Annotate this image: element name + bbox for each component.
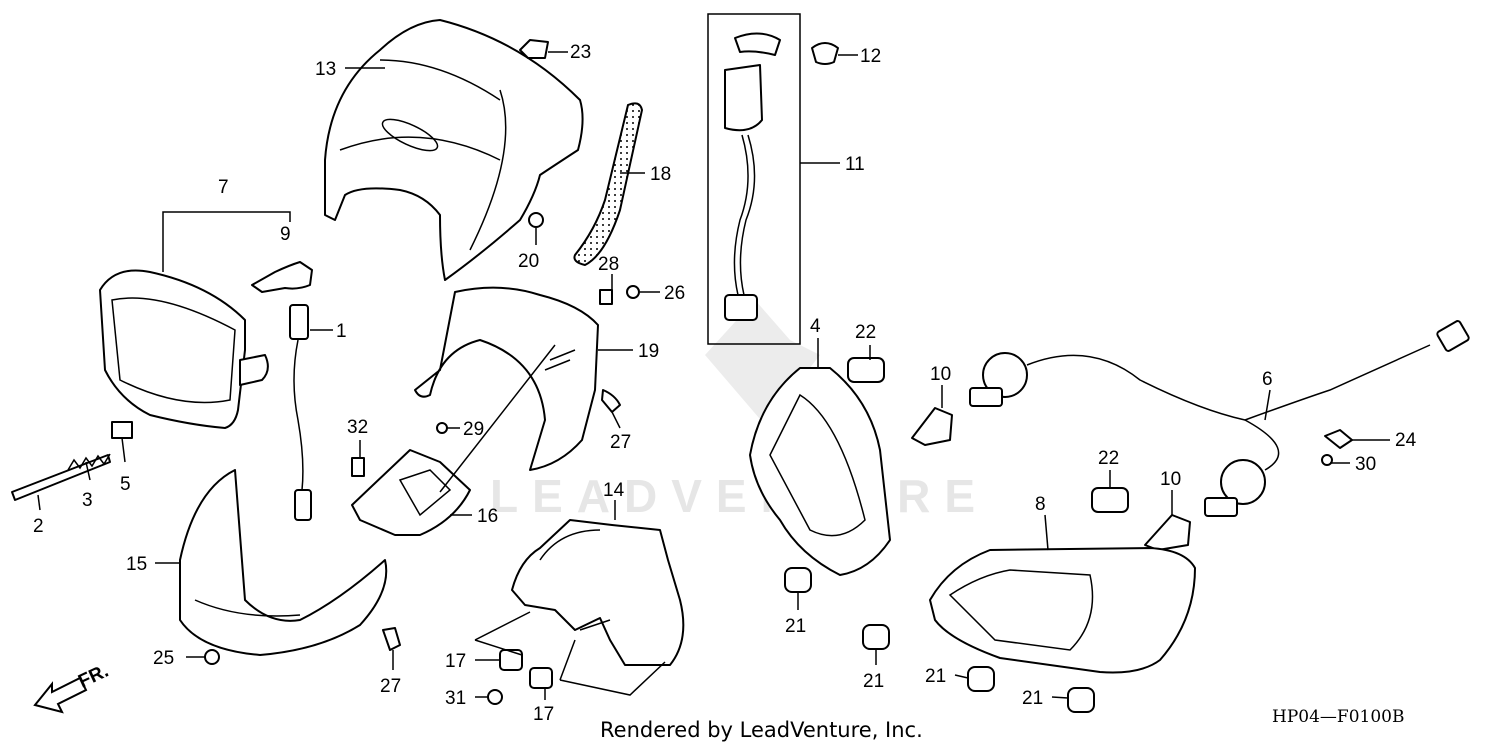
diagram-code: HP04—F0100B bbox=[1272, 707, 1404, 727]
part-sub-harness[interactable] bbox=[969, 320, 1470, 517]
callout-26[interactable]: 26 bbox=[664, 283, 685, 304]
callout-4[interactable]: 4 bbox=[810, 316, 821, 337]
callout-27-lower[interactable]: 27 bbox=[380, 676, 401, 697]
callout-16[interactable]: 16 bbox=[477, 506, 498, 527]
callout-14[interactable]: 14 bbox=[603, 480, 625, 501]
part-bulb-sockets[interactable] bbox=[911, 407, 1191, 551]
callout-5[interactable]: 5 bbox=[120, 474, 131, 495]
callout-13[interactable]: 13 bbox=[315, 59, 336, 80]
part-clip-24-30[interactable] bbox=[1321, 429, 1353, 466]
part-clip-23[interactable] bbox=[519, 39, 549, 59]
callout-1[interactable]: 1 bbox=[336, 321, 347, 342]
callout-21-d[interactable]: 21 bbox=[1022, 688, 1043, 709]
part-headlight-stay[interactable] bbox=[511, 519, 685, 666]
callout-31[interactable]: 31 bbox=[445, 688, 466, 709]
callout-17-upper[interactable]: 17 bbox=[445, 651, 466, 672]
callout-12[interactable]: 12 bbox=[860, 46, 881, 67]
callout-30[interactable]: 30 bbox=[1355, 454, 1376, 475]
callout-23[interactable]: 23 bbox=[570, 42, 591, 63]
callout-21-a[interactable]: 21 bbox=[785, 616, 806, 637]
part-upper-cover[interactable] bbox=[324, 19, 584, 281]
part-bolt-32[interactable] bbox=[351, 457, 365, 477]
part-bracket-plate[interactable] bbox=[351, 449, 471, 536]
part-grommets-21[interactable] bbox=[784, 567, 1095, 713]
part-bulb[interactable] bbox=[251, 261, 313, 293]
callout-6[interactable]: 6 bbox=[1262, 369, 1273, 390]
callout-24[interactable]: 24 bbox=[1395, 430, 1417, 451]
direction-arrow: FR. bbox=[33, 661, 112, 714]
callout-9[interactable]: 9 bbox=[280, 224, 291, 245]
callout-labels: 13 23 12 18 11 7 9 20 28 26 1 19 4 22 10… bbox=[33, 42, 1417, 725]
part-fasteners-lower[interactable] bbox=[204, 627, 401, 665]
part-headlight-right[interactable] bbox=[929, 547, 1196, 674]
part-hose[interactable] bbox=[573, 102, 644, 267]
callout-21-c[interactable]: 21 bbox=[925, 666, 946, 687]
callout-22-lower[interactable]: 22 bbox=[1098, 448, 1119, 469]
part-inner-panel[interactable] bbox=[414, 286, 599, 471]
callout-3[interactable]: 3 bbox=[82, 490, 93, 511]
callout-22-upper[interactable]: 22 bbox=[855, 322, 876, 343]
callout-19[interactable]: 19 bbox=[638, 341, 659, 362]
part-wire-1[interactable] bbox=[289, 304, 312, 521]
callout-21-b[interactable]: 21 bbox=[863, 671, 884, 692]
part-adjust-screw[interactable] bbox=[11, 421, 133, 501]
callout-2[interactable]: 2 bbox=[33, 516, 44, 537]
callout-32[interactable]: 32 bbox=[347, 417, 368, 438]
part-lower-cover[interactable] bbox=[179, 469, 388, 656]
callout-10-lower[interactable]: 10 bbox=[1160, 469, 1181, 490]
callout-10-upper[interactable]: 10 bbox=[930, 364, 951, 385]
credit-text: Rendered by LeadVenture, Inc. bbox=[600, 718, 923, 742]
part-socket-assembly[interactable] bbox=[707, 13, 801, 345]
callout-17-lower[interactable]: 17 bbox=[533, 704, 554, 725]
callout-25[interactable]: 25 bbox=[153, 648, 174, 669]
watermark: LEADVENTURE bbox=[490, 300, 989, 522]
callout-11[interactable]: 11 bbox=[845, 154, 865, 175]
callout-29[interactable]: 29 bbox=[463, 419, 484, 440]
callout-7[interactable]: 7 bbox=[218, 177, 229, 198]
callout-15[interactable]: 15 bbox=[126, 554, 147, 575]
callout-27-upper[interactable]: 27 bbox=[610, 432, 631, 453]
callout-8[interactable]: 8 bbox=[1035, 494, 1046, 515]
watermark-text: LEADVENTURE bbox=[490, 470, 989, 522]
part-headlight-left[interactable] bbox=[99, 269, 269, 429]
callout-20[interactable]: 20 bbox=[518, 251, 539, 272]
leader-lines bbox=[37, 51, 1390, 700]
callout-28[interactable]: 28 bbox=[598, 254, 619, 275]
part-fasteners-upper[interactable] bbox=[436, 212, 640, 434]
callout-18[interactable]: 18 bbox=[650, 164, 671, 185]
part-cap-12[interactable] bbox=[811, 42, 839, 65]
part-headlight-center[interactable] bbox=[749, 367, 891, 576]
